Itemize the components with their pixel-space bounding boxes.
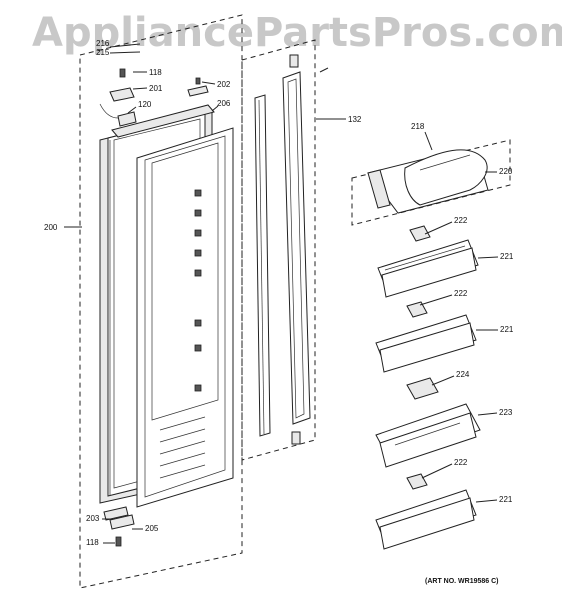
dairy-compartment	[367, 149, 489, 214]
door-bin-3	[375, 377, 481, 468]
label-216: 216	[96, 39, 110, 48]
door-trim-strip	[282, 54, 329, 445]
label-218: 218	[411, 122, 425, 131]
art-number: (ART NO. WR19586 C)	[425, 578, 499, 585]
label-203: 203	[86, 514, 100, 523]
label-221-a: 221	[500, 252, 514, 261]
door-top-cap	[111, 104, 215, 138]
label-215: 215	[96, 48, 110, 57]
door-assembly-boundary	[79, 14, 243, 589]
label-202: 202	[217, 80, 231, 89]
label-201: 201	[149, 84, 163, 93]
bottom-hinge-parts	[103, 506, 135, 547]
label-132: 132	[348, 115, 362, 124]
watermark-text: AppliancePartsPros.com	[32, 10, 562, 56]
door-bin-2	[375, 301, 477, 373]
label-221-c: 221	[499, 495, 513, 504]
label-118-top: 118	[149, 68, 162, 77]
label-221-b: 221	[500, 325, 514, 334]
label-200: 200	[44, 223, 58, 232]
label-222-b: 222	[454, 289, 468, 298]
label-120: 120	[138, 100, 152, 109]
label-222-a: 222	[454, 216, 468, 225]
label-223: 223	[499, 408, 513, 417]
label-206: 206	[217, 99, 231, 108]
door-bin-4	[375, 473, 477, 550]
door-bin-1	[377, 225, 479, 298]
top-hinge-parts	[99, 68, 209, 127]
leader-lines	[64, 43, 499, 544]
label-224: 224	[456, 370, 470, 379]
label-118-bottom: 118	[86, 538, 99, 547]
door-gasket	[254, 94, 271, 437]
label-205: 205	[145, 524, 159, 533]
label-222-c: 222	[454, 458, 468, 467]
trim-assembly-boundary	[241, 39, 316, 461]
label-220: 220	[499, 167, 513, 176]
door-liner	[136, 127, 234, 508]
